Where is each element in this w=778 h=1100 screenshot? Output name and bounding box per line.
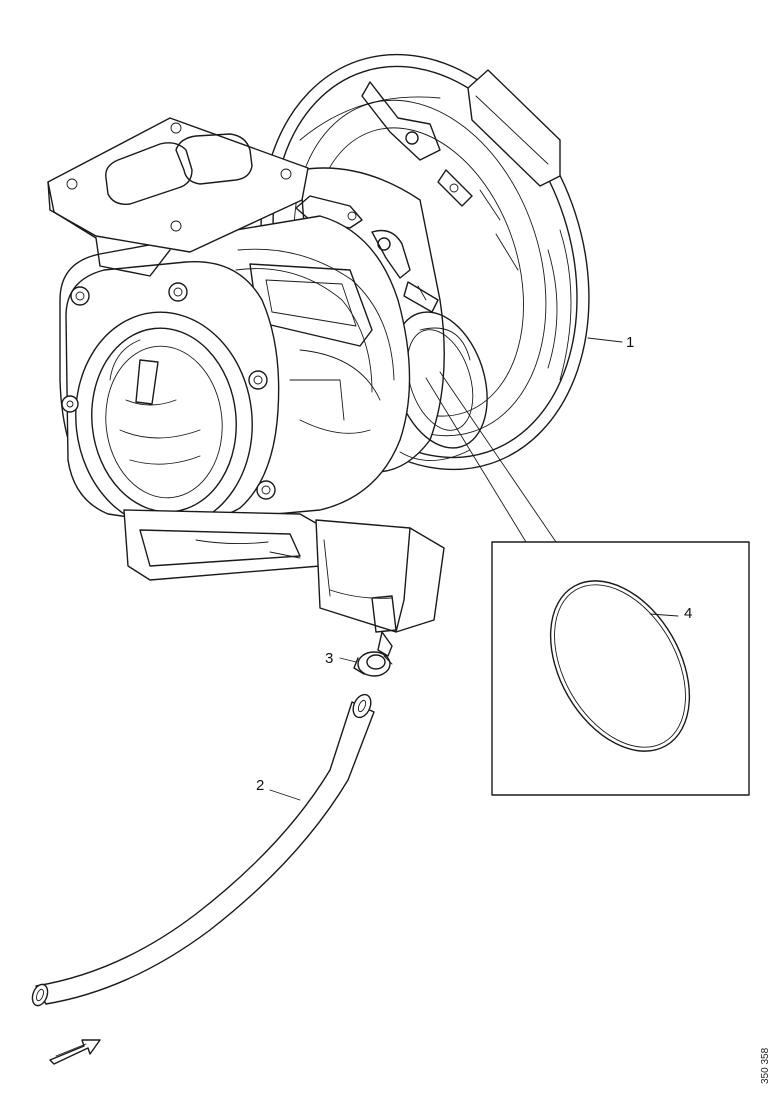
detail-leader-line — [425, 377, 527, 543]
oil-drain-outlet — [315, 519, 445, 657]
hose-clamp — [353, 651, 393, 677]
flange-bolt — [61, 395, 79, 413]
turbine-housing — [59, 215, 411, 537]
o-ring — [549, 580, 691, 752]
detail-box — [491, 541, 750, 796]
callout-1: 1 — [626, 334, 634, 351]
flange-bolt — [168, 282, 188, 302]
callout-2: 2 — [256, 777, 264, 794]
callout-3-leader — [339, 657, 357, 663]
inlet-flange — [47, 117, 309, 277]
flange-bolt — [248, 370, 268, 390]
detail-leader-line — [439, 371, 557, 543]
callout-3: 3 — [325, 650, 333, 667]
hose — [31, 693, 375, 1007]
callout-4-leader — [649, 613, 679, 617]
callout-2-leader — [269, 789, 301, 801]
drain-flange — [123, 509, 329, 581]
forward-direction-arrow — [49, 1039, 101, 1065]
flange-bolt — [70, 286, 90, 306]
callout-1-leader — [587, 337, 623, 343]
document-number: 350 358 — [760, 1047, 771, 1084]
callout-4: 4 — [684, 605, 692, 622]
turbocharger — [47, 53, 590, 657]
flange-bolt — [256, 480, 276, 500]
